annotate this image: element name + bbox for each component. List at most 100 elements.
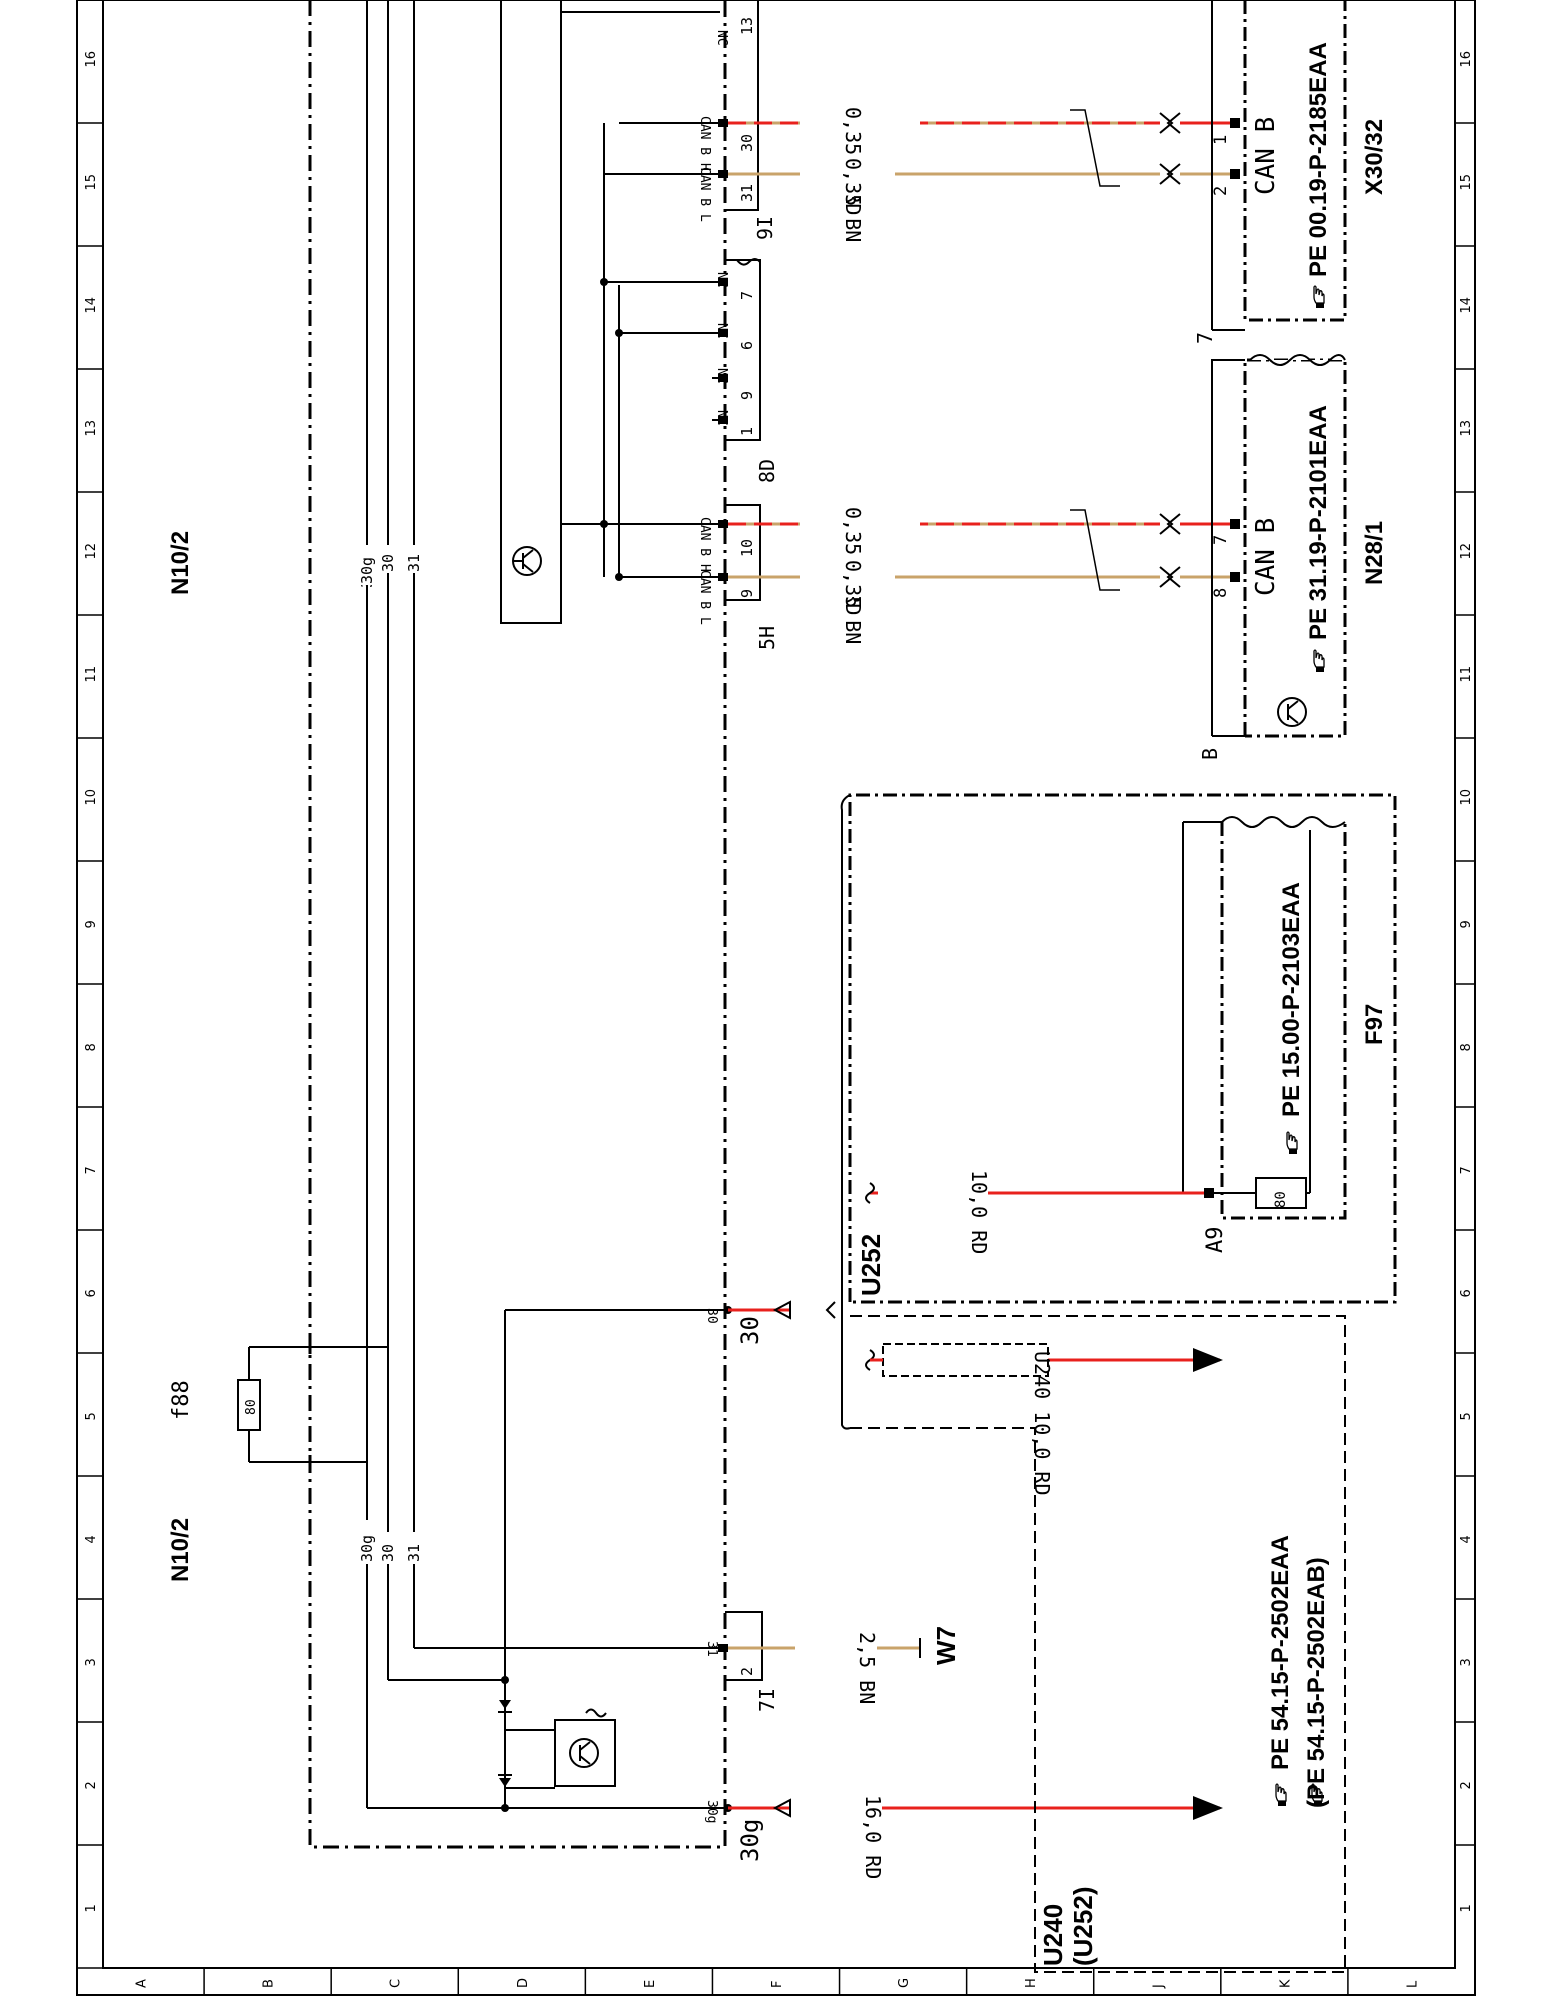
driver-transistor-box <box>554 1708 616 1787</box>
n10-2-label-lower: N10/2 <box>167 1518 194 1582</box>
connector-label-5H: 5H <box>755 626 779 650</box>
pin-31-x30: 31 <box>738 184 756 202</box>
pointing-hand-icon <box>1313 285 1325 309</box>
f97-module: 80 <box>1182 816 1347 1220</box>
grid-column-label: 4 <box>1459 1535 1474 1543</box>
pin-6: 6 <box>738 341 756 350</box>
grid-column-label: 12 <box>1459 543 1474 560</box>
wire-label-canl-x30: 0,35 BN <box>841 158 865 242</box>
f97-fuse-value: 80 <box>1273 1191 1289 1208</box>
can-h-label-n28: CAN B H <box>697 517 712 572</box>
busbar-text-30g: 30g <box>358 557 376 584</box>
ref-u240-a: PE 54.15-P-2502EAA <box>1267 1535 1294 1770</box>
grid-column-label: 3 <box>84 1658 99 1666</box>
can-l-label-x30: CAN B L <box>697 167 712 222</box>
grid-row-label: E <box>643 1980 658 1988</box>
grid-row-label: J <box>1151 1984 1166 1989</box>
pin-10: 10 <box>738 539 756 557</box>
pin-1: 1 <box>738 427 756 436</box>
grid-column-label: 5 <box>84 1412 99 1420</box>
transistor-icon <box>512 546 542 576</box>
grid-column-label: 5 <box>1459 1412 1474 1420</box>
b-tag: B <box>1198 748 1222 760</box>
grid-column-label: 8 <box>84 1043 99 1051</box>
f88-fuse: 80 <box>237 1340 388 1469</box>
can-l-label-n28: CAN B L <box>697 570 712 625</box>
grid-column-label: 13 <box>1459 420 1474 437</box>
internal-driver-block <box>500 0 720 624</box>
connector-label-8D: 8D <box>755 459 779 483</box>
ref-n28: PE 31.19-P-2101EAA <box>1305 405 1332 640</box>
x30-32-module <box>1211 0 1347 331</box>
grid-row-label: C <box>389 1979 404 1988</box>
grid-column-label: 6 <box>1459 1289 1474 1297</box>
grid-column-label: 13 <box>84 420 99 437</box>
a9-label: A9 <box>1203 1227 1228 1254</box>
can-wires-x30: 0,35 BNRD 0,35 BN <box>728 90 1230 242</box>
n10-2-enclosure <box>308 0 727 1849</box>
pointing-hand-icon <box>1275 1783 1287 1807</box>
x30-pin-2: 2 <box>1211 186 1231 196</box>
grid-column-label: 2 <box>1459 1781 1474 1789</box>
f97-label: F97 <box>1361 1004 1388 1045</box>
ref-u240-b: (PE 54.15-P-2502EAB) <box>1303 1557 1330 1808</box>
grid-column-label: 12 <box>84 543 99 560</box>
busbar-text-30g-lower: 30g <box>358 1535 376 1562</box>
grid-column-label: 4 <box>84 1535 99 1543</box>
diode-icon <box>498 1700 512 1787</box>
connector-8D <box>725 259 761 441</box>
pin-9: 9 <box>738 589 756 598</box>
grid-column-label: 11 <box>84 666 99 683</box>
internal-power-wiring <box>367 1309 725 1809</box>
u240-region <box>850 1315 1346 1973</box>
grid-row-label: A <box>135 1979 150 1988</box>
grid-row-label: B <box>262 1979 277 1988</box>
wire-31: 2,5 BN W7 <box>728 1626 961 1704</box>
wire-label-30g: 16,0 RD <box>861 1795 885 1879</box>
pointing-hand-icon <box>1286 1131 1298 1155</box>
n28-pin-8: 8 <box>1211 588 1231 598</box>
connector-5H <box>725 504 761 601</box>
n28-1-label: N28/1 <box>1361 521 1388 585</box>
can-b-label-n28: CAN B <box>1251 518 1281 596</box>
grid-row-label: G <box>897 1978 912 1988</box>
pointing-hand-icon <box>1313 649 1325 673</box>
connector-label-7I: 7I <box>755 1688 779 1712</box>
pin-7: 7 <box>738 291 756 300</box>
grid-column-label: 6 <box>84 1289 99 1297</box>
u240-label: U240 <box>1038 1904 1068 1966</box>
grid-row-label: H <box>1024 1978 1039 1988</box>
grid-column-label: 10 <box>1459 789 1474 806</box>
grid-column-label: 16 <box>84 51 99 68</box>
pin-2: 2 <box>738 1667 756 1676</box>
can-b-label-x30: CAN B <box>1251 117 1281 195</box>
busbar-text-31: 31 <box>405 554 423 572</box>
grid-column-label: 7 <box>84 1166 99 1174</box>
busbar-text-30: 30 <box>379 554 397 572</box>
grid-column-label: 11 <box>1459 666 1474 683</box>
wire-30g: 16,0 RD <box>728 1788 1223 1879</box>
grid-column-label: 15 <box>84 174 99 191</box>
grid-row-label: K <box>1278 1979 1293 1988</box>
x30-32-label: X30/32 <box>1361 119 1388 195</box>
wire-f97: 10,0 RD <box>865 1165 1204 1254</box>
n28-1-module <box>1211 354 1347 738</box>
can-h-label-x30: CAN B H <box>697 116 712 171</box>
grid-column-label: 2 <box>84 1781 99 1789</box>
seven-tag: 7 <box>1193 332 1217 344</box>
grid-column-label: 16 <box>1459 51 1474 68</box>
w7-ground-label: W7 <box>931 1626 961 1665</box>
pin-9b: 9 <box>738 391 756 400</box>
connector-7I <box>725 1611 763 1681</box>
grid-column-label: 7 <box>1459 1166 1474 1174</box>
transistor-icon <box>1277 697 1307 727</box>
grid-row-label: D <box>516 1978 531 1988</box>
x30-pin-1: 1 <box>1211 135 1231 145</box>
grid-column-label: 9 <box>84 920 99 928</box>
grid-column-label: 14 <box>84 297 99 314</box>
grid-row-label: L <box>1405 1980 1420 1988</box>
grid-column-label: 3 <box>1459 1658 1474 1666</box>
